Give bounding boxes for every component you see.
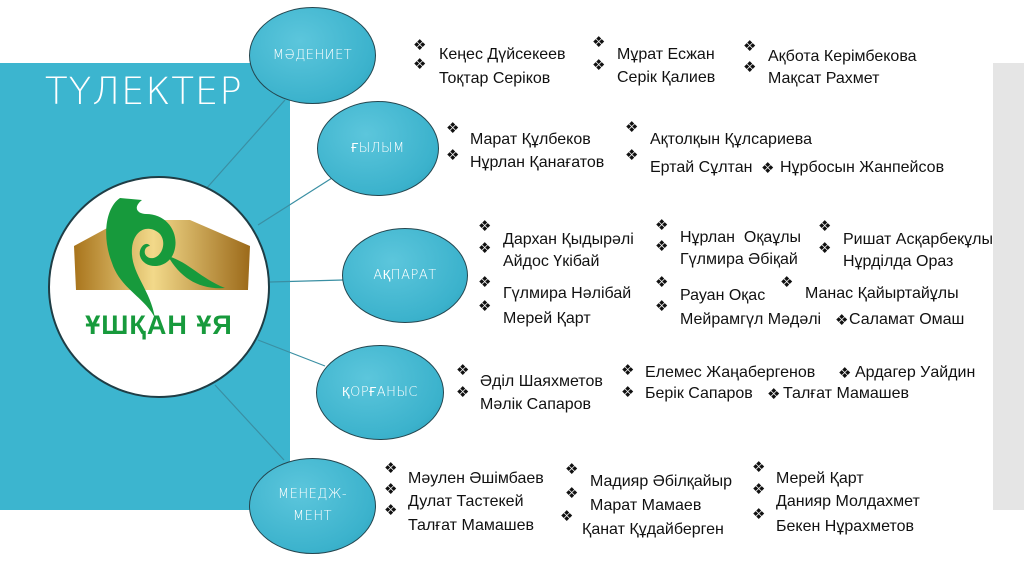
list-item: Дулат Тастекей [408,493,524,510]
diamond-bullet-icon: ❖ [384,501,398,519]
diamond-bullet-icon: ❖ [835,311,849,329]
list-item: Қанат Құдайберген [582,521,724,538]
connector-gylym [257,177,333,226]
diamond-bullet-icon: ❖ [761,159,775,177]
list-item: Серік Қалиев [617,69,716,86]
list-item: Кеңес Дүйсекеев [439,46,566,63]
diamond-bullet-icon: ❖ [456,361,470,379]
diamond-bullet-icon: ❖ [655,297,669,315]
logo-text: ҰШҚАН ҰЯ [85,310,233,340]
diamond-bullet-icon: ❖ [478,239,492,257]
diamond-bullet-icon: ❖ [478,273,492,291]
list-item: Марат Мамаев [590,497,702,514]
list-item: Ақтолқын Құлсариева [650,131,812,148]
diamond-bullet-icon: ❖ [446,146,460,164]
logo: ҰШҚАН ҰЯ [48,176,270,398]
diamond-bullet-icon: ❖ [478,297,492,315]
diamond-bullet-icon: ❖ [625,146,639,164]
diamond-bullet-icon: ❖ [752,505,766,523]
list-item: Мақсат Рахмет [768,70,880,87]
list-item: Рауан Оқас [680,287,766,304]
connector-menedzhment [214,384,285,461]
diamond-bullet-icon: ❖ [565,484,579,502]
list-item: Ардагер Уайдин [855,364,976,381]
diamond-bullet-icon: ❖ [655,273,669,291]
page-title: ТҮЛЕКТЕР [45,70,243,113]
category-menedzhment[interactable]: МЕНЕДЖ- МЕНТ [249,458,376,554]
gray-side-strip [993,63,1024,510]
diamond-bullet-icon: ❖ [478,217,492,235]
diamond-bullet-icon: ❖ [780,273,794,291]
list-item: Талғат Мамашев [408,517,534,534]
diamond-bullet-icon: ❖ [818,239,832,257]
diamond-bullet-icon: ❖ [456,383,470,401]
list-item: Саламат Омаш [849,311,965,328]
diamond-bullet-icon: ❖ [818,217,832,235]
list-item: Айдос Үкібай [503,253,600,270]
list-item: Мәулен Әшімбаев [408,470,544,487]
diamond-bullet-icon: ❖ [752,458,766,476]
list-item: Мадияр Әбілқайыр [590,473,733,490]
diamond-bullet-icon: ❖ [743,37,757,55]
diamond-bullet-icon: ❖ [592,56,606,74]
diamond-bullet-icon: ❖ [565,460,579,478]
list-item: Нұрлан Оқаұлы [680,229,802,246]
logo-emblem-icon [74,198,250,318]
list-item: Мейрамгүл Мәдәлі [680,311,822,328]
list-item: Бекен Нұрахметов [776,518,915,535]
list-item: Әділ Шаяхметов [480,373,603,390]
list-item: Тоқтар Серіков [439,70,551,87]
diamond-bullet-icon: ❖ [767,385,781,403]
list-item: Гүлмира Әбіқай [680,251,798,268]
category-korganys[interactable]: ҚОРҒАНЫС [316,345,444,440]
category-madeniet[interactable]: МӘДЕНИЕТ [249,7,376,104]
diamond-bullet-icon: ❖ [621,383,635,401]
diamond-bullet-icon: ❖ [625,118,639,136]
diamond-bullet-icon: ❖ [621,361,635,379]
diamond-bullet-icon: ❖ [743,58,757,76]
list-item: Мерей Қарт [776,470,864,487]
list-item: Гүлмира Нәлібай [503,285,632,302]
list-item: Талғат Мамашев [783,385,909,402]
list-item: Мұрат Есжан [617,46,715,63]
list-item: Ришат Асқарбекұлы [843,231,993,248]
list-item: Берік Сапаров [645,385,753,402]
list-item: Данияр Молдахмет [776,493,920,510]
diamond-bullet-icon: ❖ [413,55,427,73]
list-item: Манас Қайыртайұлы [805,285,959,302]
diamond-bullet-icon: ❖ [384,459,398,477]
diamond-bullet-icon: ❖ [655,237,669,255]
diamond-bullet-icon: ❖ [384,480,398,498]
connector-madeniet [204,99,286,191]
diamond-bullet-icon: ❖ [446,119,460,137]
list-item: Ақбота Керімбекова [768,48,917,65]
connector-korganys [257,339,326,367]
list-item: Елемес Жаңабергенов [645,364,816,381]
list-item: Нұрлан Қанағатов [470,154,605,171]
diamond-bullet-icon: ❖ [413,36,427,54]
list-item: Ертай Сұлтан [650,159,753,176]
connector-akparat [269,279,344,283]
diamond-bullet-icon: ❖ [655,216,669,234]
list-item: Марат Құлбеков [470,131,591,148]
list-item: Мәлік Сапаров [480,396,592,413]
diamond-bullet-icon: ❖ [752,480,766,498]
list-item: Дархан Қыдырәлі [503,231,634,248]
list-item: Нұрбосын Жанпейсов [780,159,945,176]
diamond-bullet-icon: ❖ [560,507,574,525]
list-item: Нұрділда Ораз [843,253,954,270]
list-item: Мерей Қарт [503,310,591,327]
diamond-bullet-icon: ❖ [592,33,606,51]
category-akparat[interactable]: АҚПАРАТ [342,228,468,323]
category-gylym[interactable]: ҒЫЛЫМ [317,101,439,196]
diamond-bullet-icon: ❖ [838,364,852,382]
